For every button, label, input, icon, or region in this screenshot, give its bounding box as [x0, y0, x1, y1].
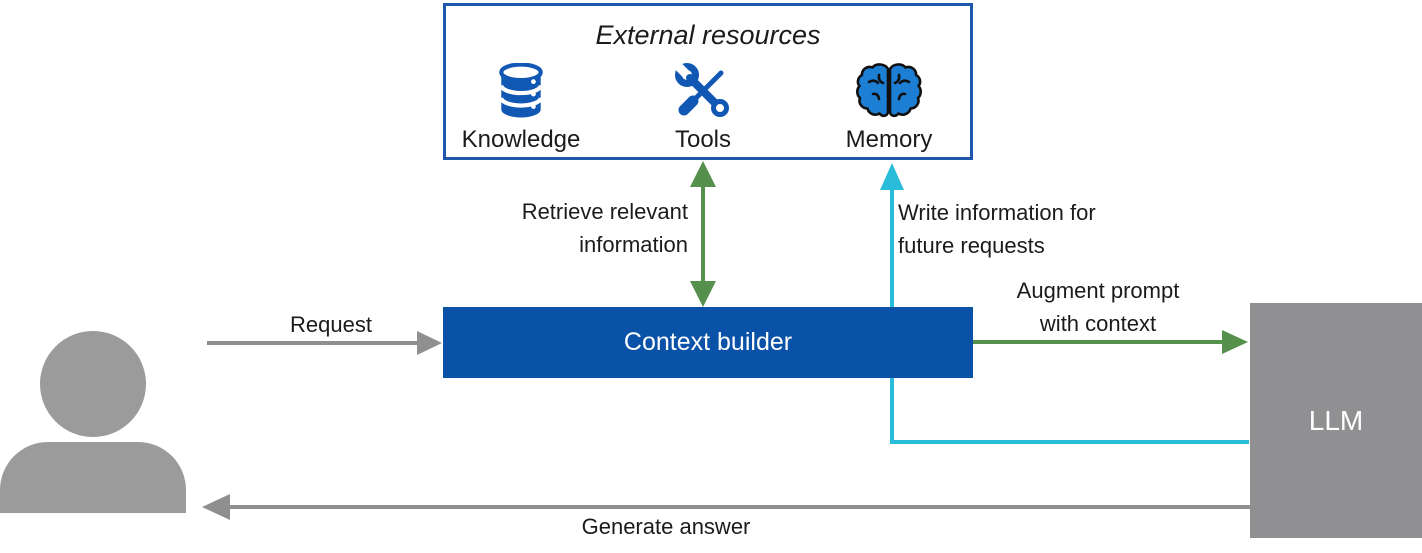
external-item-memory: Memory [804, 58, 974, 154]
external-item-tools: Tools [618, 58, 788, 154]
retrieve-label-line1: Retrieve relevant [521, 199, 688, 224]
retrieve-label-line2: information [579, 232, 688, 257]
brain-icon [855, 58, 923, 124]
llm-label: LLM [1308, 404, 1364, 436]
database-icon [498, 58, 544, 124]
request-arrow [207, 331, 442, 355]
knowledge-label: Knowledge [461, 126, 581, 153]
write-memory-arrow [880, 163, 1249, 444]
retrieve-double-arrow [690, 161, 716, 307]
augment-label: Augment prompt with context [1017, 274, 1180, 340]
person-body [0, 442, 186, 513]
context-builder-label: Context builder [623, 328, 793, 356]
llm-box: LLM [1250, 303, 1422, 538]
write-label: Write information for future requests [898, 196, 1096, 262]
write-label-line2: future requests [898, 233, 1045, 258]
context-builder-box: Context builder [443, 307, 973, 378]
augment-arrow [973, 330, 1248, 354]
external-item-knowledge: Knowledge [436, 58, 606, 154]
tools-icon [673, 58, 733, 124]
retrieve-label: Retrieve relevant information [522, 195, 688, 261]
request-label: Request [290, 312, 372, 337]
write-label-line1: Write information for [898, 200, 1096, 225]
augment-label-line1: Augment prompt [1016, 278, 1180, 303]
generate-answer-arrow [202, 494, 1250, 520]
person-head [40, 331, 146, 437]
external-resources-title: External resources [595, 20, 821, 50]
external-resources-box: External resources Knowledge [443, 3, 973, 160]
tools-label: Tools [674, 126, 732, 153]
generate-answer-label: Generate answer [581, 514, 751, 539]
augment-label-line2: with context [1039, 311, 1157, 336]
memory-label: Memory [845, 126, 933, 153]
